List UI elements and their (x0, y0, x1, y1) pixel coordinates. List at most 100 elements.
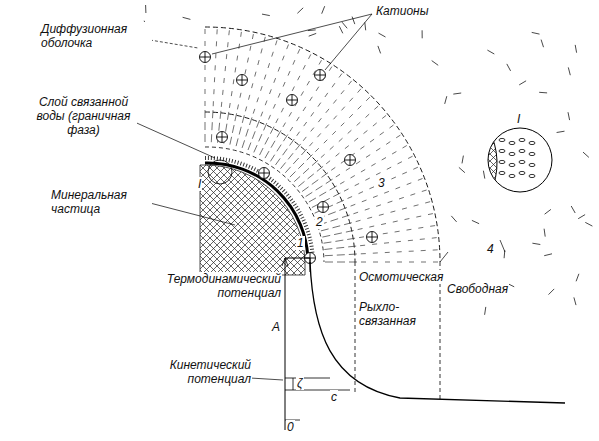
stroke (321, 154, 325, 157)
stroke (381, 224, 386, 225)
stroke (433, 262, 438, 263)
stroke (382, 115, 386, 118)
inset-marker (208, 160, 232, 184)
stroke (353, 212, 358, 214)
stroke (247, 58, 248, 63)
stroke (407, 183, 412, 185)
stroke (351, 176, 355, 179)
stroke (453, 93, 461, 94)
stroke (395, 231, 400, 233)
stroke (376, 205, 381, 207)
stroke (336, 247, 344, 249)
stroke (283, 123, 286, 127)
stroke (265, 137, 269, 144)
stroke (432, 61, 439, 66)
stroke (296, 144, 301, 150)
stroke (289, 112, 292, 116)
stroke (322, 173, 329, 178)
water-molecule (509, 141, 515, 144)
stroke (254, 145, 257, 152)
stroke (532, 32, 540, 34)
stroke (233, 79, 235, 84)
stroke (451, 216, 456, 222)
inset-detail (480, 128, 552, 195)
stroke (397, 262, 402, 263)
stroke (578, 215, 585, 219)
stroke (335, 240, 343, 241)
stroke (391, 177, 396, 179)
stroke (359, 192, 364, 194)
stroke (339, 208, 347, 211)
stroke (352, 17, 355, 25)
stroke (309, 54, 311, 59)
stroke (252, 83, 253, 88)
stroke (366, 97, 370, 101)
stroke (346, 168, 350, 171)
stroke (349, 114, 353, 118)
stroke (384, 242, 389, 244)
stroke (221, 102, 223, 107)
stroke (257, 98, 259, 103)
stroke (344, 223, 352, 225)
stroke (373, 123, 377, 126)
stroke (311, 128, 314, 132)
stroke (390, 125, 394, 128)
stroke (348, 130, 352, 133)
stroke (255, 72, 256, 77)
callout-number: I (516, 112, 521, 126)
stroke (433, 249, 438, 250)
stroke (418, 179, 423, 181)
stroke (336, 153, 340, 156)
stroke (248, 143, 251, 151)
callout-number: 1 (296, 236, 305, 250)
stroke (272, 52, 274, 57)
part-label: Термодинамический потенциал (150, 272, 282, 300)
stroke (220, 111, 222, 119)
stroke (216, 41, 217, 46)
stroke (270, 89, 272, 94)
stroke (276, 40, 278, 45)
stroke (322, 235, 330, 237)
stroke (265, 151, 269, 158)
stroke (366, 155, 370, 158)
stroke (422, 190, 427, 192)
stroke (238, 44, 240, 49)
stroke (374, 106, 378, 109)
water-molecule (519, 160, 525, 163)
stroke (240, 93, 241, 98)
stroke (341, 123, 345, 127)
stroke (364, 22, 366, 30)
stroke (225, 66, 227, 71)
stroke (309, 33, 317, 36)
stroke (325, 255, 333, 256)
stroke (472, 220, 479, 223)
stroke (276, 119, 278, 124)
water-molecule (529, 152, 535, 155)
stroke (334, 116, 337, 120)
stroke (379, 214, 384, 215)
stroke (349, 254, 357, 256)
stroke (315, 148, 319, 152)
stroke (361, 253, 366, 254)
stroke (222, 90, 224, 95)
stroke (420, 238, 425, 240)
stroke (301, 91, 304, 95)
stroke (387, 167, 391, 169)
stroke (333, 193, 340, 197)
water-molecule (509, 152, 515, 155)
stroke (293, 60, 295, 65)
stroke (428, 214, 433, 215)
water-molecule (509, 174, 515, 177)
stroke (342, 215, 350, 218)
stroke (339, 26, 343, 33)
boundary-arc (205, 147, 324, 262)
stroke (205, 134, 206, 142)
stroke (324, 242, 332, 243)
stroke (285, 167, 290, 173)
stroke (205, 41, 206, 46)
stroke (301, 149, 306, 155)
part-label: Осмотическая (358, 270, 444, 284)
stroke (302, 187, 309, 192)
stroke (264, 75, 266, 80)
stroke (358, 229, 363, 230)
